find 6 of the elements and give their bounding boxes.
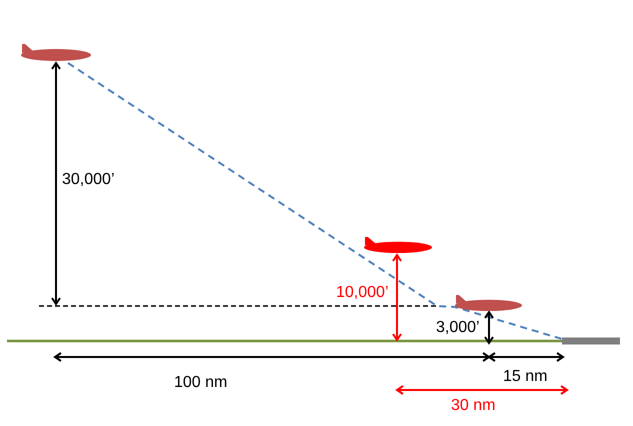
altitude-label: 3,000’ xyxy=(436,320,480,336)
altitude-label: 10,000’ xyxy=(336,285,388,301)
distance-label: 15 nm xyxy=(503,369,548,385)
distance-label: 100 nm xyxy=(174,375,228,391)
altitude-label: 30,000’ xyxy=(62,172,114,188)
distance-label: 30 nm xyxy=(451,398,496,414)
